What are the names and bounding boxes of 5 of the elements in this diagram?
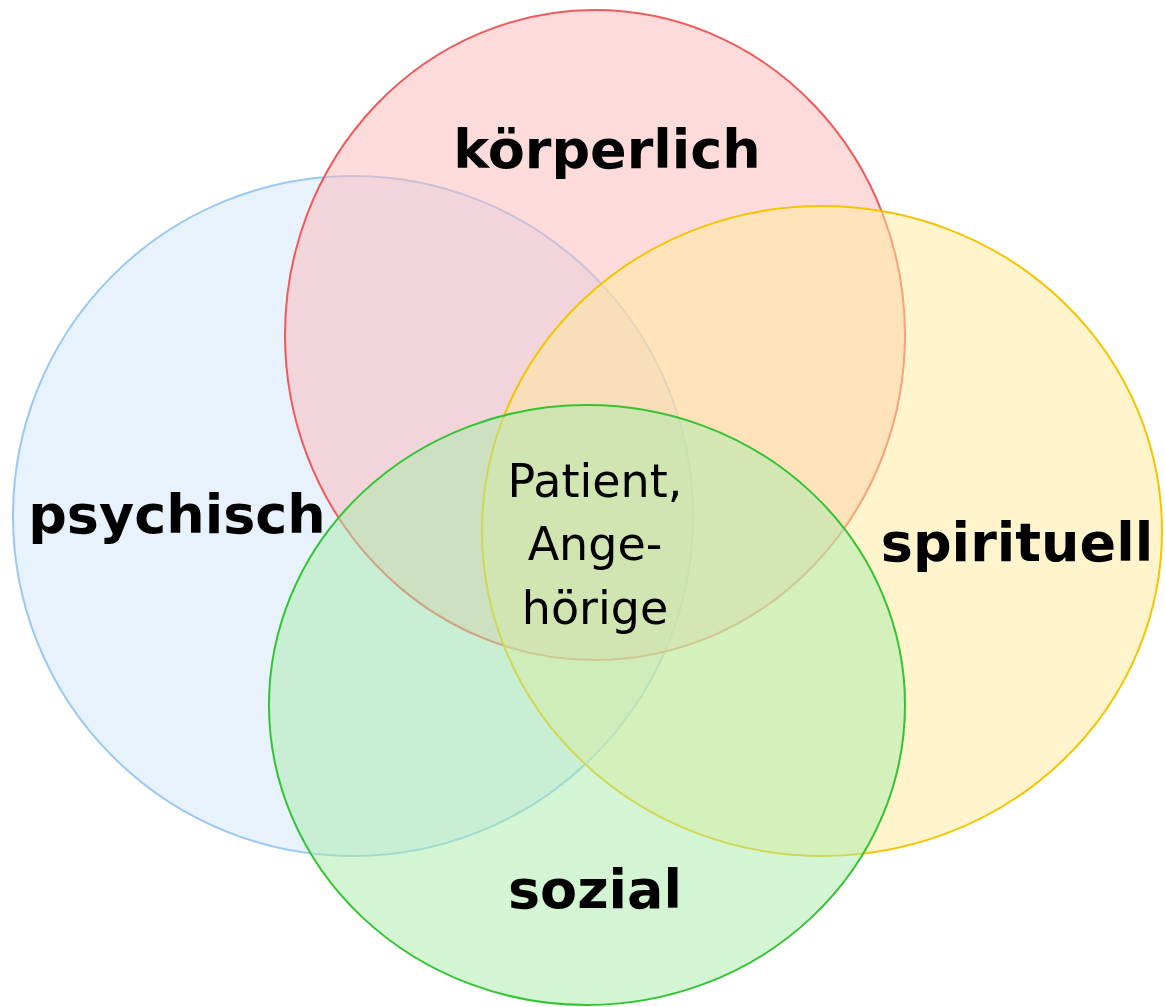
circle-label: psychisch	[28, 488, 326, 542]
circle-label: körperlich	[453, 123, 761, 177]
circle-label: spirituell	[880, 516, 1154, 570]
center-label: Patient, Ange- hörige	[506, 452, 684, 637]
circle-label: sozial	[507, 863, 683, 917]
